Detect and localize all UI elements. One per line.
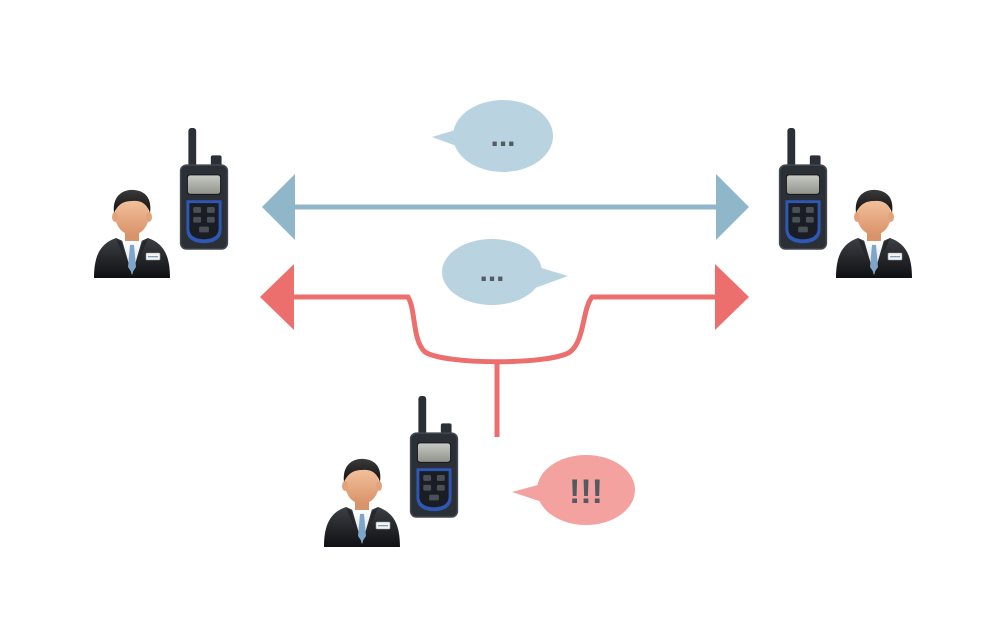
walkie-talkie-icon [409, 396, 459, 518]
speech-bubble-middle-text: ... [479, 255, 504, 288]
person-icon [93, 189, 171, 278]
speech-bubble-alert-text: !!! [569, 473, 603, 511]
station-left [93, 128, 229, 278]
walkie-talkie-icon [179, 128, 229, 250]
red-link-arrow [260, 264, 749, 437]
station-right [778, 128, 913, 278]
speech-bubble-middle: ... [442, 239, 568, 305]
person-icon [835, 189, 913, 278]
person-icon [323, 458, 401, 547]
station-bottom [323, 396, 459, 547]
blue-link-arrow [262, 174, 749, 240]
red-arrowhead-left [260, 264, 294, 330]
red-arrowhead-right [715, 264, 749, 330]
speech-bubble-top: ... [432, 100, 553, 172]
speech-bubble-alert: !!! [512, 455, 635, 525]
blue-arrowhead-left [262, 174, 295, 240]
speech-bubble-top-text: ... [490, 120, 515, 153]
walkie-talkie-icon [778, 128, 828, 250]
blue-arrowhead-right [716, 174, 749, 240]
red-link-path [288, 294, 722, 365]
